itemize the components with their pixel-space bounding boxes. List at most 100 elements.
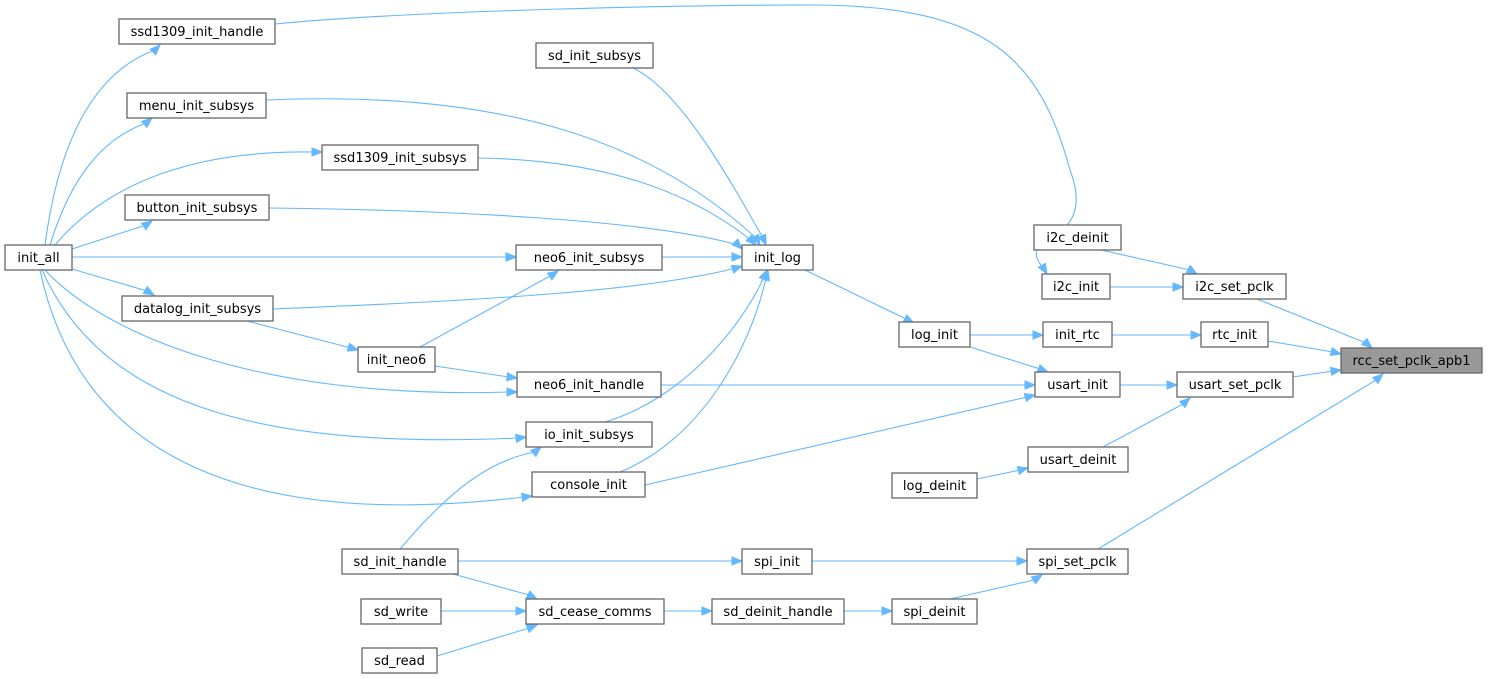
node-button-init-subsys[interactable]: button_init_subsys: [124, 194, 270, 221]
node-box[interactable]: [1041, 273, 1111, 300]
node-rcc-set-pclk-apb1[interactable]: rcc_set_pclk_apb1: [1340, 347, 1483, 374]
node-box[interactable]: [891, 472, 978, 499]
node-spi-init[interactable]: spi_init: [741, 548, 813, 575]
node-spi-deinit[interactable]: spi_deinit: [891, 598, 978, 625]
node-box[interactable]: [126, 92, 267, 119]
edge-init_all-to-button_init_subsys: [71, 220, 154, 250]
edge-line: [41, 269, 519, 441]
node-box[interactable]: [711, 598, 845, 625]
edge-datalog_init_subsys-to-init_log: [272, 264, 744, 310]
node-box[interactable]: [891, 598, 978, 625]
node-box[interactable]: [525, 421, 653, 448]
edge-usart_deinit-to-usart_set_pclk: [1102, 397, 1192, 448]
node-box[interactable]: [1027, 446, 1129, 473]
node-usart-init[interactable]: usart_init: [1034, 371, 1121, 398]
node-sd-cease-comms[interactable]: sd_cease_comms: [525, 598, 665, 625]
edge-sd_init_handle-to-spi_init: [458, 556, 744, 566]
node-label: spi_init: [754, 555, 800, 570]
edge-line: [44, 49, 156, 246]
edge-line: [604, 276, 765, 423]
node-box[interactable]: [516, 371, 662, 398]
node-sd-deinit-handle[interactable]: sd_deinit_handle: [711, 598, 845, 625]
arrowhead-icon: [311, 147, 324, 157]
node-box[interactable]: [741, 548, 813, 575]
node-box[interactable]: [741, 244, 814, 271]
node-usart-set-pclk[interactable]: usart_set_pclk: [1176, 371, 1294, 398]
node-sd-init-handle[interactable]: sd_init_handle: [341, 548, 459, 575]
arrowhead-icon: [140, 117, 154, 129]
node-label: sd_read: [374, 654, 425, 669]
arrowhead-icon: [506, 387, 519, 397]
node-menu-init-subsys[interactable]: menu_init_subsys: [126, 92, 267, 119]
node-box[interactable]: [121, 295, 274, 322]
node-label: init_rtc: [1055, 328, 1100, 343]
node-box[interactable]: [360, 598, 442, 625]
node-i2c-set-pclk[interactable]: i2c_set_pclk: [1182, 273, 1287, 300]
node-init-rtc[interactable]: init_rtc: [1042, 321, 1113, 348]
edge-line: [49, 122, 147, 246]
node-sd-read[interactable]: sd_read: [361, 647, 438, 674]
node-box[interactable]: [531, 471, 646, 498]
edge-init_neo6-to-neo6_init_subsys: [419, 270, 560, 348]
edge-button_init_subsys-to-init_log: [268, 207, 743, 250]
node-label: io_init_subsys: [544, 428, 634, 443]
node-box[interactable]: [124, 194, 270, 221]
node-init-neo6[interactable]: init_neo6: [357, 346, 436, 373]
node-sd-init-subsys[interactable]: sd_init_subsys: [535, 42, 654, 69]
node-neo6-init-handle[interactable]: neo6_init_handle: [516, 371, 662, 398]
node-usart-deinit[interactable]: usart_deinit: [1027, 446, 1129, 473]
edge-line: [71, 224, 147, 250]
node-box[interactable]: [525, 598, 665, 625]
node-box[interactable]: [515, 244, 663, 271]
node-box[interactable]: [898, 321, 971, 348]
edge-sd_cease_comms-to-sd_deinit_handle: [664, 606, 714, 616]
edge-line: [265, 98, 757, 239]
node-box[interactable]: [357, 346, 436, 373]
node-box[interactable]: [1182, 273, 1287, 300]
arrowhead-icon: [1178, 397, 1192, 409]
node-i2c-init[interactable]: i2c_init: [1041, 273, 1111, 300]
node-box[interactable]: [535, 42, 654, 69]
node-io-init-subsys[interactable]: io_init_subsys: [525, 421, 653, 448]
arrowhead-icon: [760, 268, 771, 282]
arrowhead-icon: [757, 233, 767, 247]
node-ssd1309-init-handle[interactable]: ssd1309_init_handle: [118, 18, 276, 45]
edge-line: [268, 207, 739, 246]
node-box[interactable]: [321, 144, 479, 171]
edge-spi_init-to-spi_set_pclk: [812, 556, 1029, 566]
node-i2c-deinit[interactable]: i2c_deinit: [1033, 224, 1122, 251]
node-box[interactable]: [1033, 224, 1122, 251]
edge-init_all-to-console_init: [39, 269, 534, 506]
node-neo6-init-subsys[interactable]: neo6_init_subsys: [515, 244, 663, 271]
edge-init_all-to-menu_init_subsys: [49, 117, 154, 246]
node-box[interactable]: [361, 647, 438, 674]
node-box[interactable]: [1034, 371, 1121, 398]
node-log-init[interactable]: log_init: [898, 321, 971, 348]
arrowhead-icon: [515, 606, 528, 616]
node-box[interactable]: [1340, 347, 1483, 374]
edge-ssd1309_init_handle-to-i2c_init: [274, 4, 1077, 276]
node-init-all[interactable]: init_all: [4, 244, 73, 271]
node-console-init[interactable]: console_init: [531, 471, 646, 498]
edge-line: [419, 274, 553, 348]
node-rtc-init[interactable]: rtc_init: [1200, 321, 1269, 348]
node-box[interactable]: [1176, 371, 1294, 398]
node-box[interactable]: [1042, 321, 1113, 348]
edge-sd_init_handle-to-io_init_subsys: [399, 446, 543, 550]
arrowhead-icon: [514, 433, 528, 444]
node-box[interactable]: [118, 18, 276, 45]
node-init-log[interactable]: init_log: [741, 244, 814, 271]
node-datalog-init-subsys[interactable]: datalog_init_subsys: [121, 295, 274, 322]
edge-init_log-to-log_init: [804, 269, 916, 324]
node-box[interactable]: [1026, 548, 1129, 575]
node-log-deinit[interactable]: log_deinit: [891, 472, 978, 499]
node-sd-write[interactable]: sd_write: [360, 598, 442, 625]
node-box[interactable]: [4, 244, 73, 271]
node-ssd1309-init-subsys[interactable]: ssd1309_init_subsys: [321, 144, 479, 171]
arrowhead-icon: [1036, 363, 1050, 373]
node-box[interactable]: [1200, 321, 1269, 348]
node-spi-set-pclk[interactable]: spi_set_pclk: [1026, 548, 1129, 575]
arrowhead-icon: [505, 371, 519, 382]
node-box[interactable]: [341, 548, 459, 575]
